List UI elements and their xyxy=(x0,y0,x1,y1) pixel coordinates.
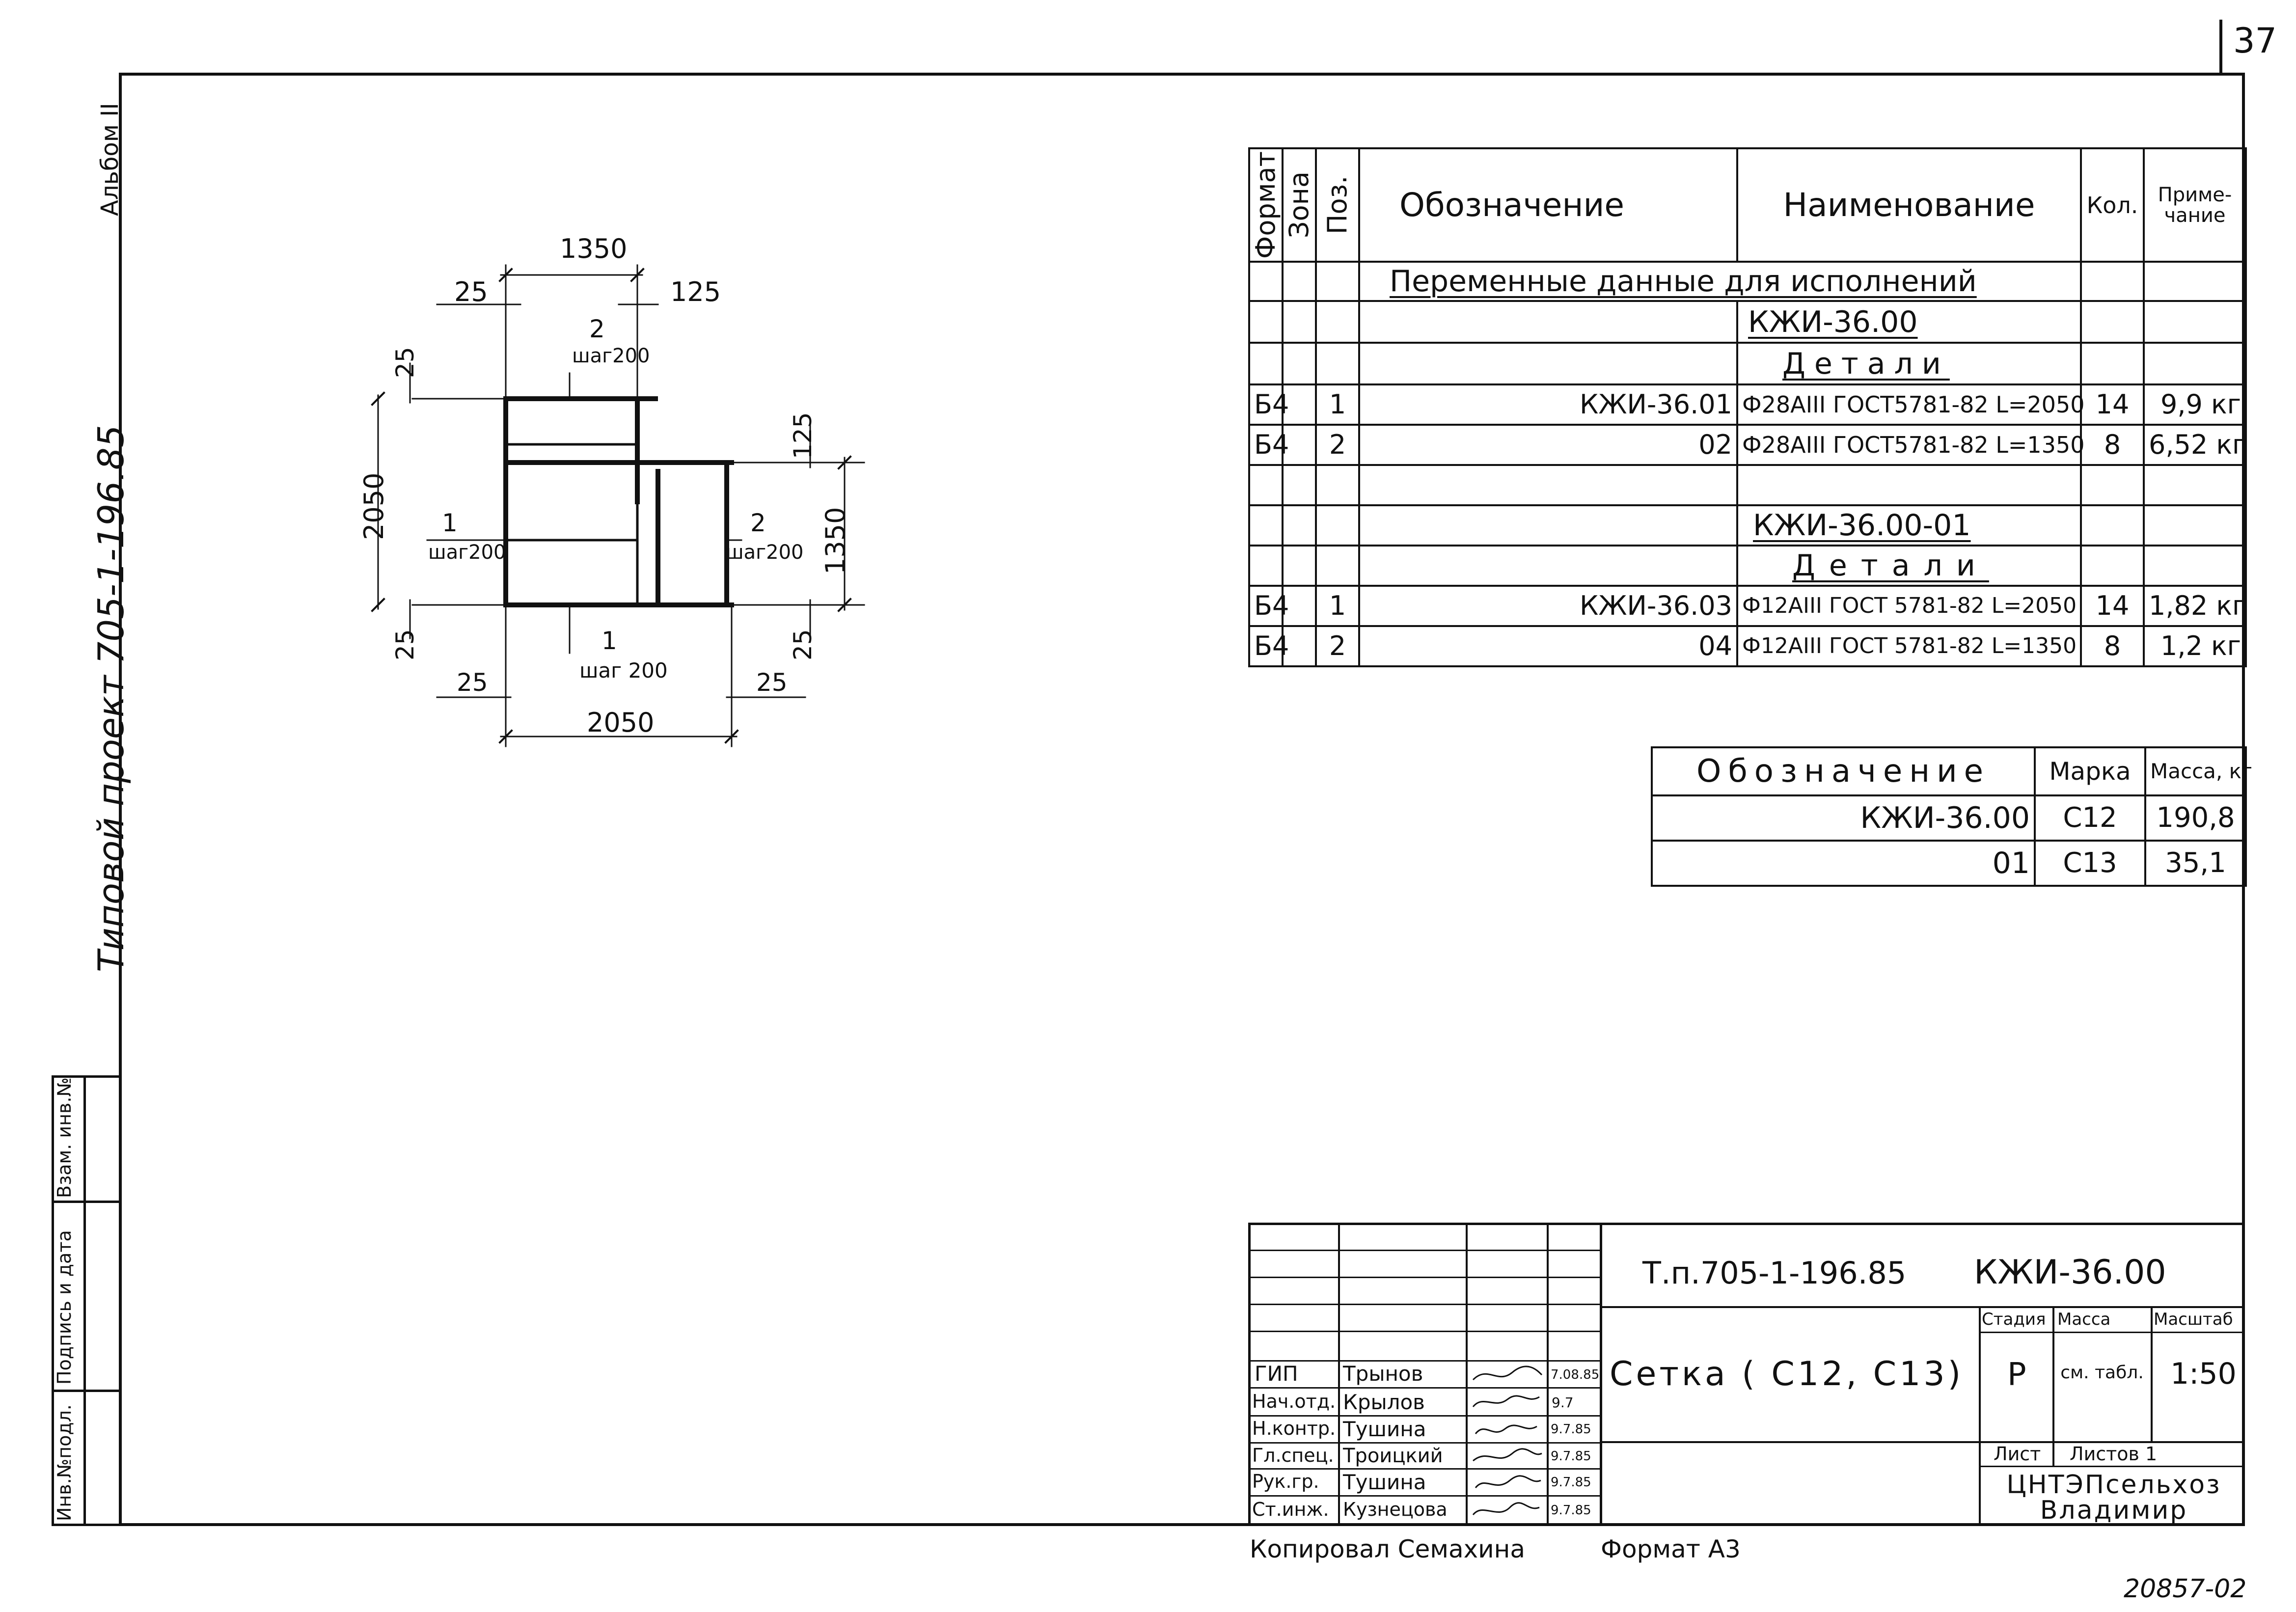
title-sheets-label: Листов 1 xyxy=(2070,1443,2158,1465)
mass-header-designation: Обозначение xyxy=(1651,746,2036,796)
footer-inv: 20857-02 xyxy=(2124,1574,2247,1604)
header-zone: Зона xyxy=(1283,148,1316,262)
side-stamp xyxy=(52,1075,121,1526)
header-format: Формат xyxy=(1249,148,1283,262)
dim-right-125: 125 xyxy=(789,412,817,459)
pos-left-number: 1 xyxy=(442,509,458,537)
title-org: ЦНТЭПсельхоз Владимир xyxy=(2006,1470,2221,1525)
mesh-drawing xyxy=(371,264,865,747)
spec-title: Переменные данные для исполнений xyxy=(1358,261,2082,302)
specification-table: Формат Зона Поз. Обозначение Наименовани… xyxy=(1248,147,2247,668)
title-name: Сетка ( С12, С13) xyxy=(1610,1355,1964,1393)
table-row: КЖИ-36.00 С12 190,8 xyxy=(1651,794,2247,842)
side-stamp-zam: Взам. инв.№ xyxy=(54,1077,75,1198)
page-number-box xyxy=(2219,20,2296,74)
pos-top-number: 2 xyxy=(589,315,605,343)
signatures xyxy=(1472,1366,1543,1516)
spec-variant-2: КЖИ-36.00-01 xyxy=(1736,504,2082,547)
page-number: 37 xyxy=(2233,21,2277,61)
dim-bottom-25-left: 25 xyxy=(457,668,488,697)
header-qty: Кол. xyxy=(2080,147,2145,263)
title-scale-label: Масштаб xyxy=(2154,1310,2233,1329)
title-stage: Р xyxy=(2007,1357,2026,1393)
dim-top-1350: 1350 xyxy=(560,233,628,264)
title-code: Т.п.705-1-196.85 xyxy=(1642,1255,1907,1291)
title-mass-label: Масса xyxy=(2057,1310,2111,1329)
project-label: Типовой проект 705-1-196.85 xyxy=(90,425,132,972)
pos-bottom-step: шаг 200 xyxy=(579,658,668,683)
album-label: Альбом II xyxy=(96,103,124,216)
pos-right-step: шаг200 xyxy=(726,541,804,564)
title-doc: КЖИ-36.00 xyxy=(1974,1253,2166,1292)
spec-details-2: Детали xyxy=(1736,545,2082,587)
mass-table: Обозначение Марка Масса, кг КЖИ-36.00 С1… xyxy=(1651,746,2252,887)
title-stage-label: Стадия xyxy=(1982,1310,2046,1329)
title-mass-value: см. табл. xyxy=(2060,1363,2144,1383)
dim-bottom-25-right: 25 xyxy=(756,668,788,697)
header-designation: Обозначение xyxy=(1358,147,1738,263)
footer-format: Формат А3 xyxy=(1601,1535,1741,1563)
dim-left-25-top: 25 xyxy=(391,347,419,378)
header-pos: Поз. xyxy=(1316,148,1359,262)
header-note: Приме-чание xyxy=(2143,147,2247,263)
dim-left-2050: 2050 xyxy=(358,472,389,540)
spec-variant-1: КЖИ-36.00 xyxy=(1736,300,2082,344)
dim-right-25-bottom: 25 xyxy=(789,629,817,660)
pos-left-step: шаг200 xyxy=(428,541,506,564)
dim-top-25: 25 xyxy=(454,276,488,307)
header-name: Наименование xyxy=(1736,147,2082,263)
table-row: Б4 1 КЖИ-36.01 Ф28АIII ГОСТ5781-82 L=205… xyxy=(1248,383,2247,426)
dim-left-25-bottom: 25 xyxy=(391,629,419,660)
mass-header-mark: Марка xyxy=(2034,746,2146,796)
title-block xyxy=(1248,1223,2245,1526)
side-stamp-inv: Инв.№подл. xyxy=(54,1404,75,1521)
table-row: Б4 2 04 Ф12АIII ГОСТ 5781-82 L=1350 8 1,… xyxy=(1248,625,2247,668)
dim-right-1350: 1350 xyxy=(820,507,851,574)
side-stamp-sign: Подпись и дата xyxy=(54,1230,75,1385)
spec-details-1: Детали xyxy=(1736,342,2082,386)
table-row: 01 С13 35,1 xyxy=(1651,840,2247,887)
dim-bottom-2050: 2050 xyxy=(587,707,655,738)
pos-right-number: 2 xyxy=(750,509,766,537)
title-sheet-label: Лист xyxy=(1994,1443,2041,1465)
footer-copied: Копировал Семахина xyxy=(1250,1535,1526,1563)
mass-header-mass: Масса, кг xyxy=(2144,746,2252,796)
table-row: Б4 2 02 Ф28АIII ГОСТ5781-82 L=1350 8 6,5… xyxy=(1248,424,2247,466)
pos-top-step: шаг200 xyxy=(572,345,650,367)
title-scale: 1:50 xyxy=(2170,1357,2237,1391)
pos-bottom-number: 1 xyxy=(601,627,617,655)
dim-top-125: 125 xyxy=(670,276,721,307)
table-row: Б4 1 КЖИ-36.03 Ф12АIII ГОСТ 5781-82 L=20… xyxy=(1248,585,2247,628)
